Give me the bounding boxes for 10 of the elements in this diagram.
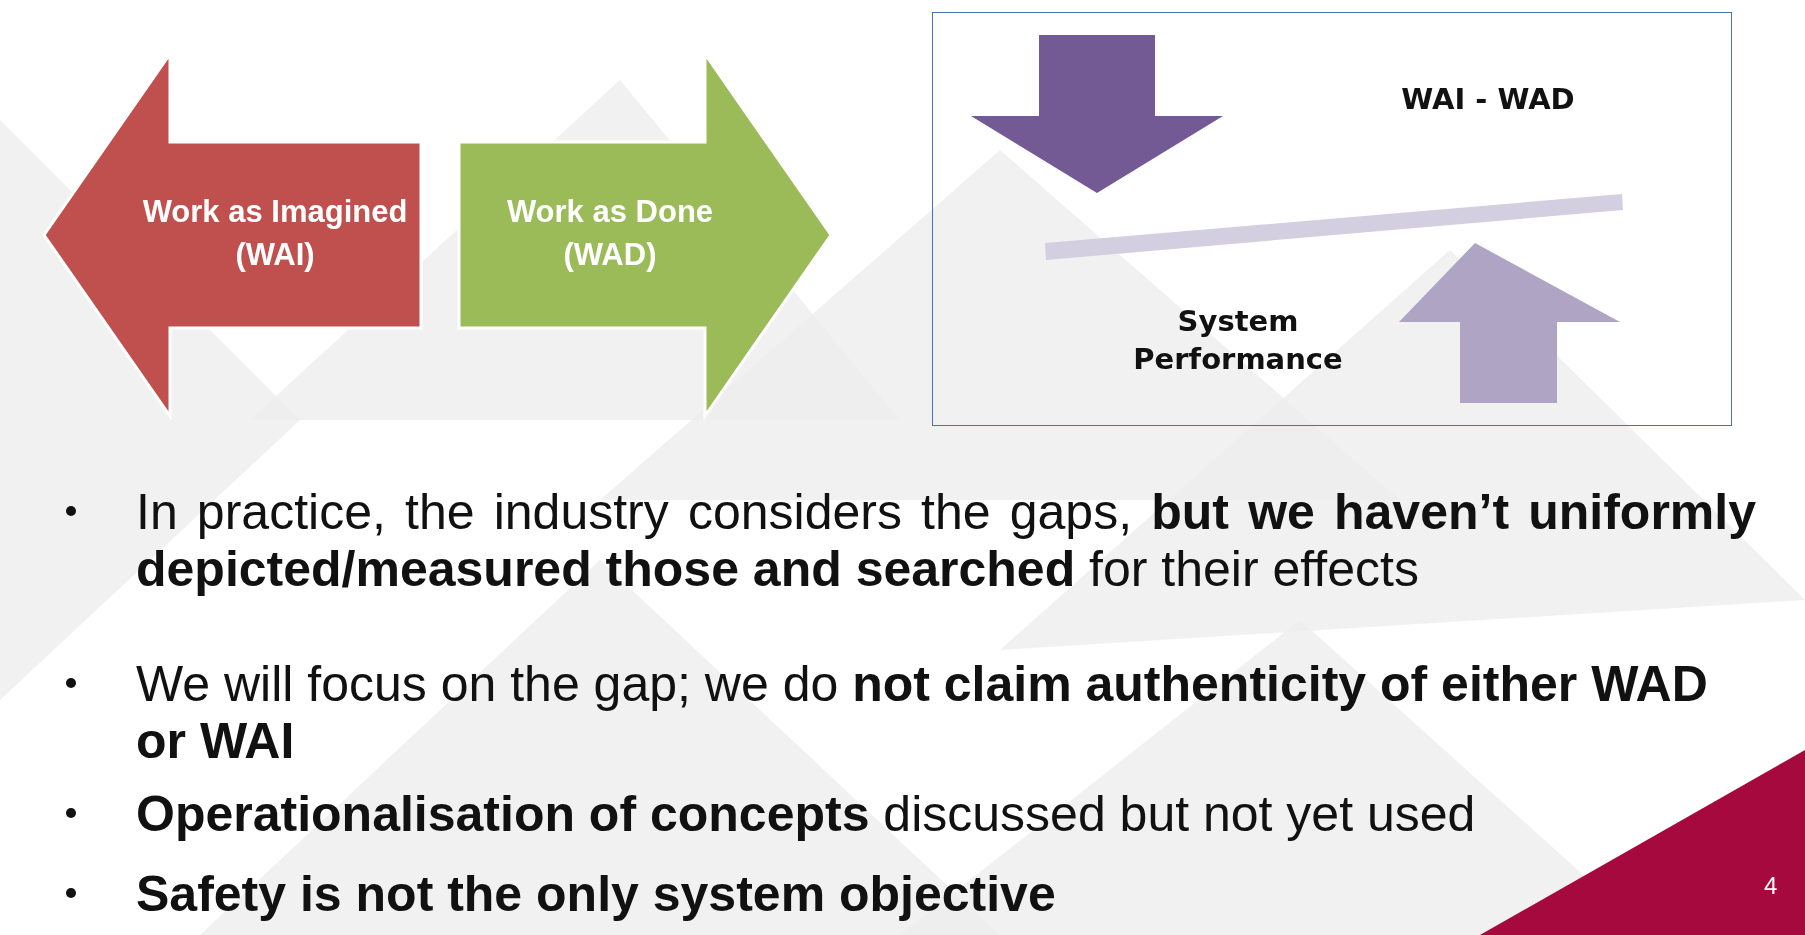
bullet-text: We will focus on the gap; we do not claim authenticity of either WAD or WAI: [136, 656, 1709, 769]
page-number: 4: [1764, 872, 1778, 900]
arrow-label: Work as Imagined (WAI): [141, 193, 409, 275]
diagram-frame: [932, 12, 1732, 426]
arrow-label: Work as Done (WAD): [505, 193, 715, 275]
gap-label: WAI - WAD: [1400, 81, 1576, 118]
bullet-text: Safety is not the only system objective: [136, 866, 1057, 923]
bullet-text: In practice, the industry considers the gaps, but we haven’t uniformly depicted/measured those and searched for their effects: [136, 484, 1756, 597]
bullet-text: Operationalisation of concepts discussed but not yet used: [136, 786, 1477, 843]
performance-label: System Performance: [1132, 303, 1344, 378]
